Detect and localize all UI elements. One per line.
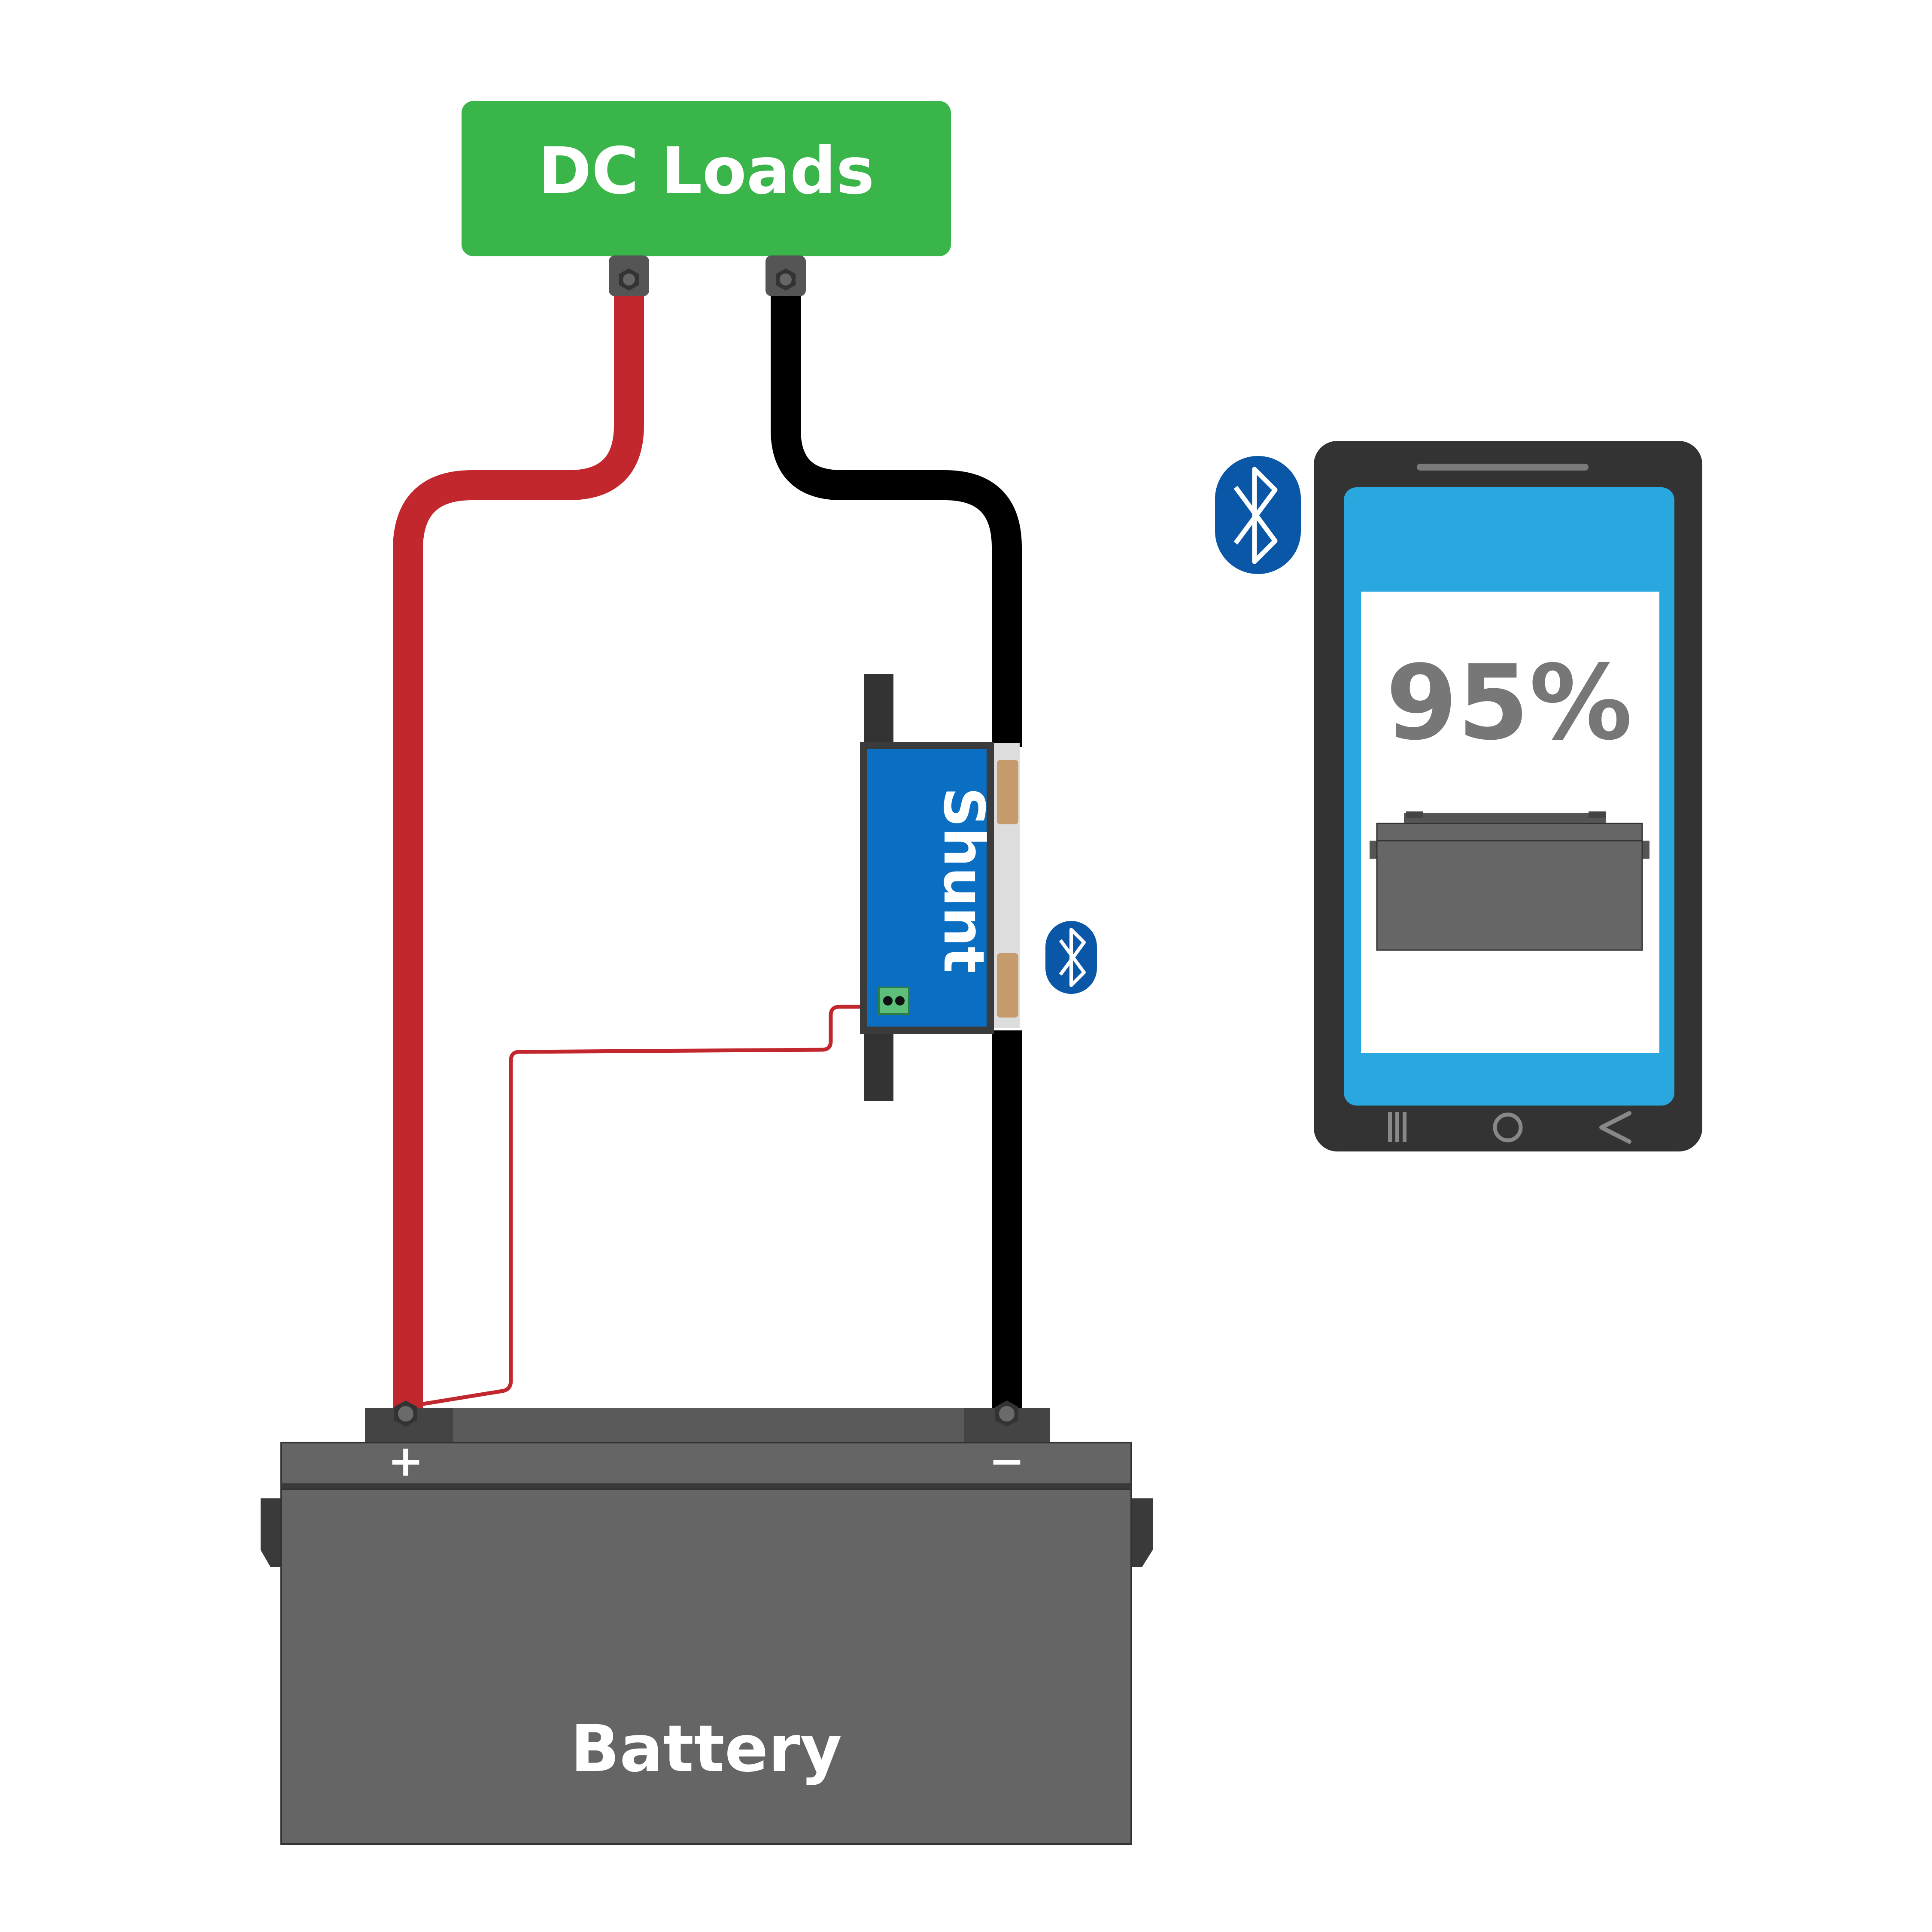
- shunt: Shunt: [860, 674, 1020, 1101]
- battery-negative-symbol: −: [989, 1436, 1025, 1486]
- back-icon[interactable]: [1599, 1111, 1631, 1144]
- state-of-charge-value: 95%: [1386, 643, 1632, 763]
- dc-loads-negative-terminal: [766, 255, 806, 296]
- battery-label: Battery: [571, 1712, 842, 1786]
- sense-wire: [410, 1005, 895, 1408]
- negative-cable-loads: [771, 292, 1022, 747]
- shunt-label: Shunt: [931, 787, 996, 973]
- battery-icon: [1370, 811, 1649, 951]
- home-icon[interactable]: [1493, 1112, 1523, 1142]
- dc-loads-positive-terminal: [609, 255, 649, 296]
- battery-positive-symbol: +: [388, 1436, 424, 1486]
- battery: + − Battery: [261, 1400, 1153, 1845]
- bluetooth-icon: [1045, 921, 1097, 994]
- shunt-sense-connector: [878, 987, 910, 1015]
- dc-loads-box: DC Loads: [462, 101, 951, 256]
- menu-icon[interactable]: [1388, 1112, 1406, 1142]
- shunt-terminal-bottom: [997, 953, 1018, 1018]
- phone-speaker: [1417, 464, 1589, 471]
- bluetooth-icon: [1215, 456, 1301, 574]
- positive-cable: [393, 292, 644, 1413]
- phone: 95%: [1314, 441, 1702, 1151]
- shunt-terminal-top: [997, 760, 1018, 824]
- dc-loads-label: DC Loads: [538, 134, 874, 209]
